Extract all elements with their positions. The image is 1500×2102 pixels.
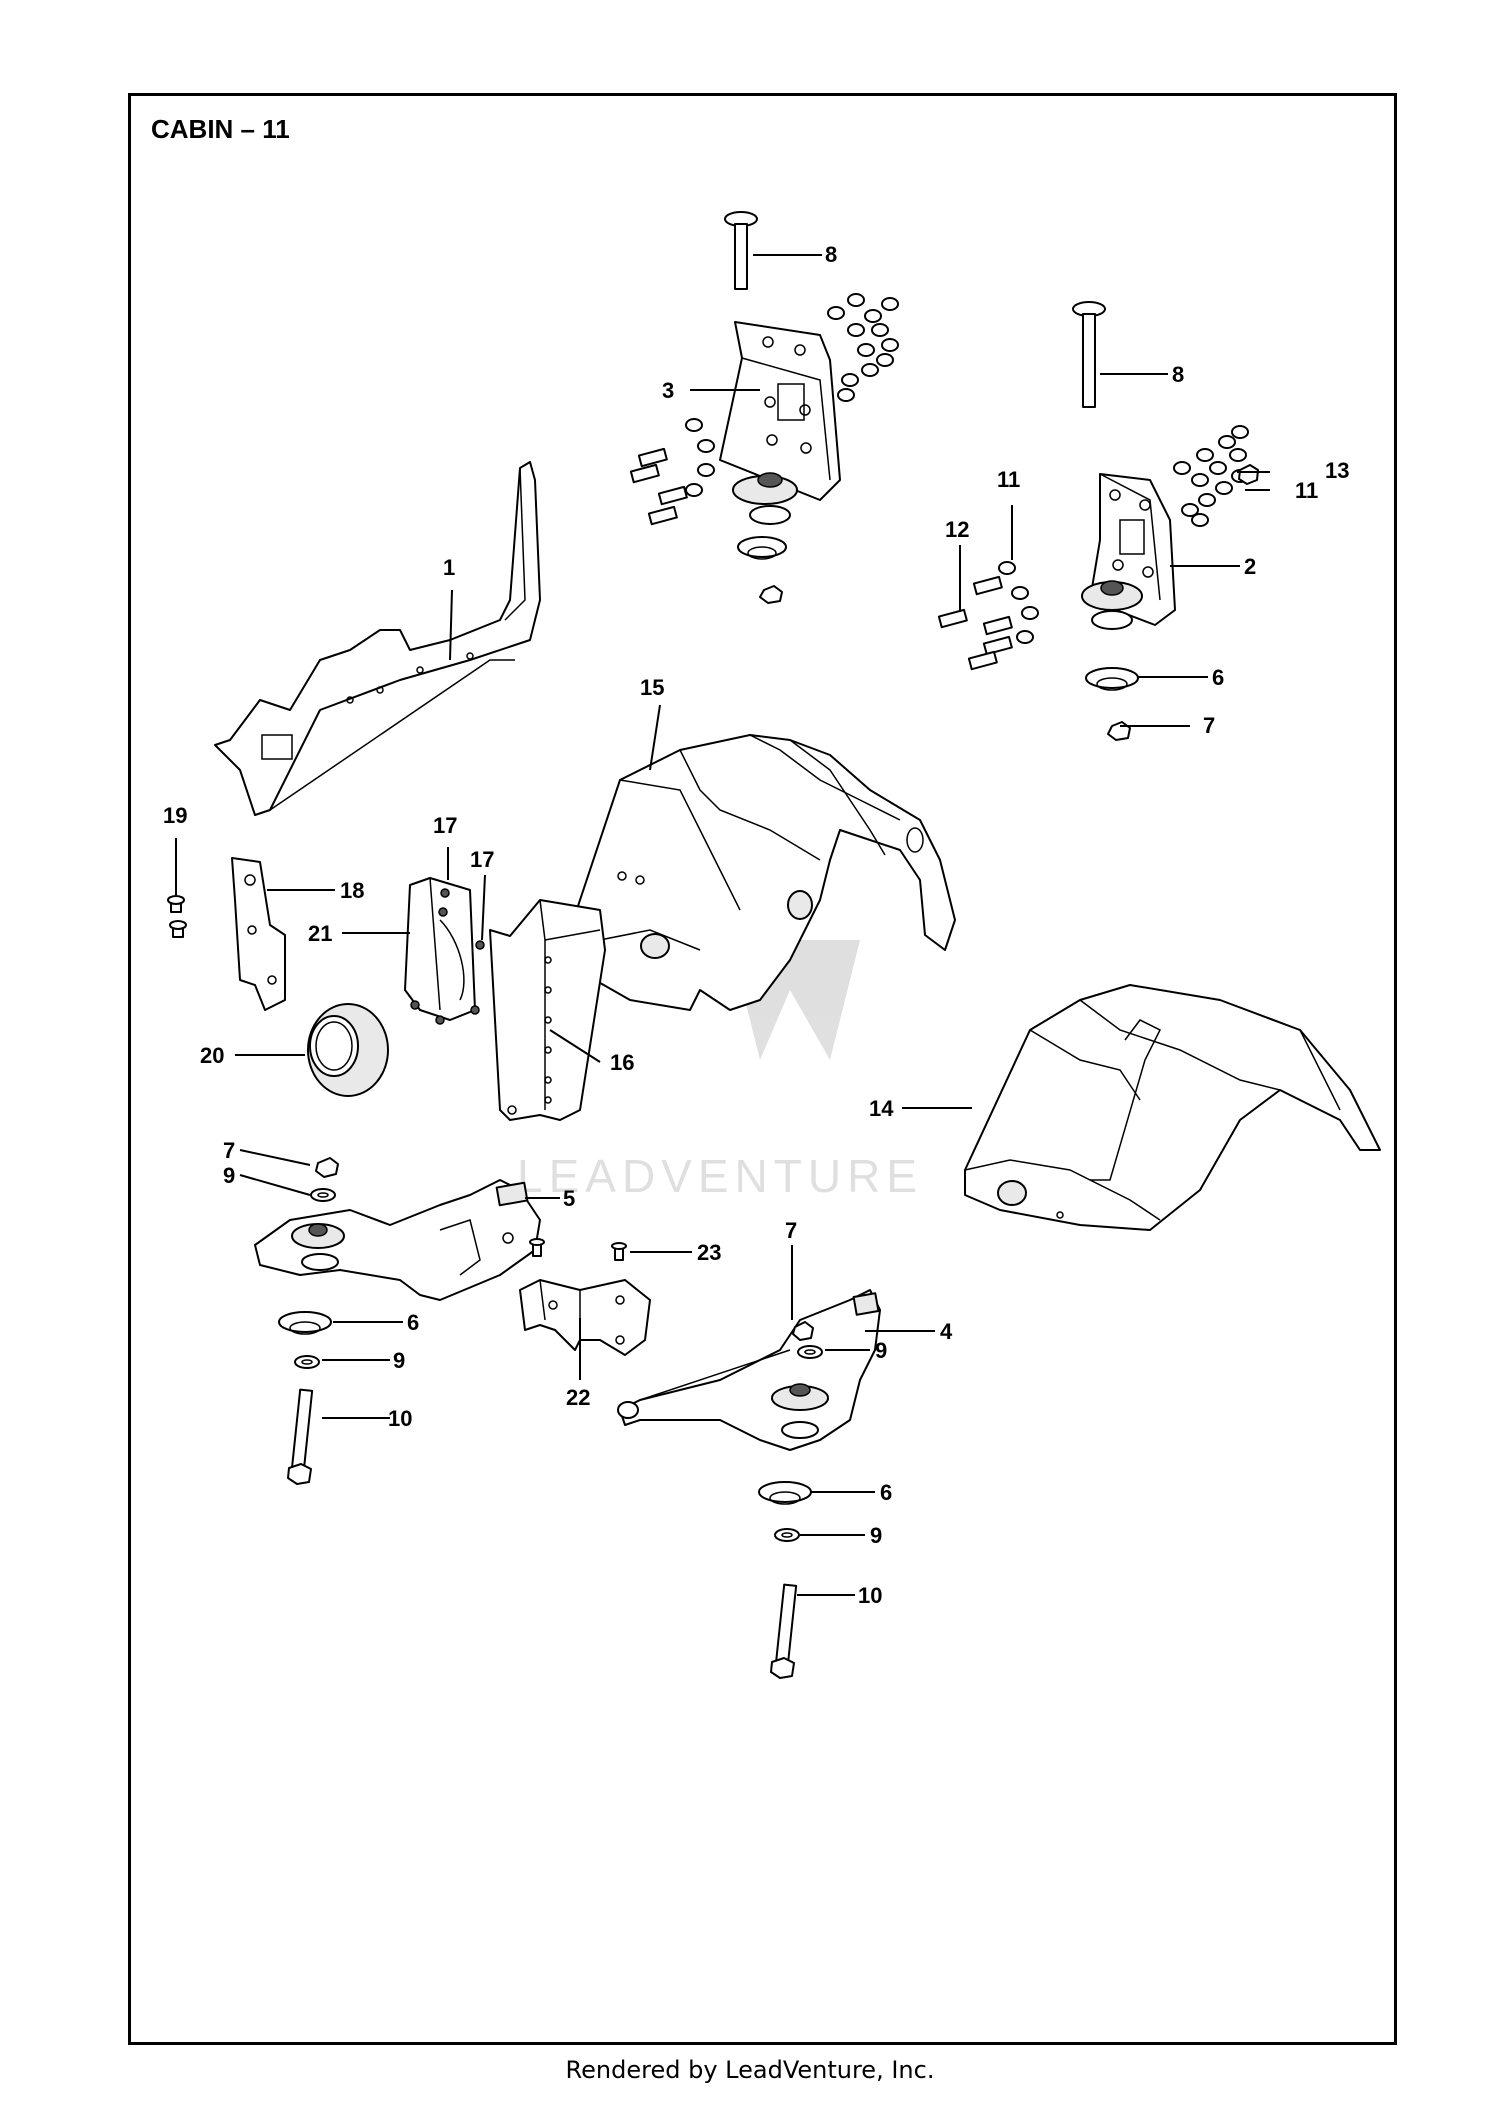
part-2-mount-bracket <box>1081 473 1176 630</box>
callout-9: 9 <box>870 1523 882 1548</box>
callout-19: 19 <box>163 803 187 828</box>
leader-lines <box>175 254 1270 1596</box>
part-5-mount-arm <box>254 1179 541 1301</box>
callout-17: 17 <box>470 847 494 872</box>
diagram-title: CABIN – 11 <box>151 114 290 144</box>
callout-22: 22 <box>566 1385 590 1410</box>
callout-12: 12 <box>945 517 969 542</box>
callout-3: 3 <box>662 378 674 403</box>
callout-14: 14 <box>869 1096 894 1121</box>
callout-7: 7 <box>1203 713 1215 738</box>
footer-credit: Rendered by LeadVenture, Inc. <box>565 2056 935 2084</box>
callout-20: 20 <box>200 1043 224 1068</box>
callout-10: 10 <box>858 1583 882 1608</box>
part-8-carriage-bolt-top <box>724 211 758 290</box>
diagram-frame <box>128 93 1397 2045</box>
part-3-hex-bolts <box>629 447 688 526</box>
part-9-washer-bottom <box>774 1528 800 1542</box>
part-17-screws <box>410 888 485 1025</box>
part-14-front-fender <box>964 984 1381 1231</box>
callout-8: 8 <box>1172 362 1184 387</box>
callout-6: 6 <box>407 1310 419 1335</box>
watermark-text: LEADVENTURE <box>517 1150 923 1202</box>
part-4-mount-arm <box>617 1289 881 1451</box>
callout-17: 17 <box>433 813 457 838</box>
part-21-bracket <box>404 877 476 1021</box>
part-3-cup-and-nut <box>737 536 787 604</box>
callout-1: 1 <box>443 555 455 580</box>
part-9-washer-left-bottom <box>294 1355 320 1369</box>
callout-2: 2 <box>1244 554 1256 579</box>
part-19-fasteners <box>167 895 187 938</box>
part-22-bracket <box>519 1279 651 1356</box>
part-8-carriage-bolt-right <box>1072 301 1106 408</box>
part-9-washer-center <box>797 1345 823 1359</box>
callout-21: 21 <box>308 921 332 946</box>
part-6-cup-right <box>1085 667 1139 691</box>
callout-9: 9 <box>393 1348 405 1373</box>
callout-4: 4 <box>940 1319 953 1344</box>
part-12-hex-bolts <box>937 575 1013 671</box>
callout-23: 23 <box>697 1240 721 1265</box>
part-7-nut-left <box>315 1157 339 1178</box>
callout-13: 13 <box>1325 458 1349 483</box>
callout-15: 15 <box>640 675 664 700</box>
part-15-rear-fender <box>559 734 956 1011</box>
callout-9: 9 <box>875 1338 887 1363</box>
part-2-washers-nuts <box>1173 425 1259 527</box>
part-1-long-bracket <box>214 461 541 816</box>
callout-7: 7 <box>223 1138 235 1163</box>
part-18-small-bracket <box>231 857 286 1011</box>
part-6-cup-center <box>758 1481 812 1505</box>
part-23-screws <box>529 1238 627 1261</box>
callout-6: 6 <box>1212 665 1224 690</box>
part-10-bolt-left <box>287 1388 314 1485</box>
callout-8: 8 <box>825 242 837 267</box>
part-16-vertical-panel <box>489 899 606 1121</box>
part-20-rubber-ring <box>307 1003 389 1097</box>
callout-labels: 8 8 3 13 11 11 12 2 1 6 7 15 19 17 17 18… <box>163 242 1349 1608</box>
part-9-washer-left-top <box>310 1188 336 1202</box>
callout-7: 7 <box>785 1218 797 1243</box>
part-3-mount-bracket <box>719 321 841 525</box>
callout-5: 5 <box>563 1186 575 1211</box>
part-3-washers-nuts <box>685 293 899 497</box>
part-6-cup-left <box>278 1311 332 1335</box>
callout-10: 10 <box>388 1406 412 1431</box>
callout-9: 9 <box>223 1163 235 1188</box>
callout-16: 16 <box>610 1050 634 1075</box>
part-7-nut-center <box>792 1321 814 1341</box>
callout-11: 11 <box>1295 478 1318 503</box>
part-7-nut-right <box>1107 721 1131 741</box>
part-11-washers-left <box>998 561 1039 644</box>
part-10-bolt-center <box>770 1583 798 1679</box>
callout-18: 18 <box>340 878 364 903</box>
callout-11: 11 <box>997 467 1020 492</box>
callout-6: 6 <box>880 1480 892 1505</box>
